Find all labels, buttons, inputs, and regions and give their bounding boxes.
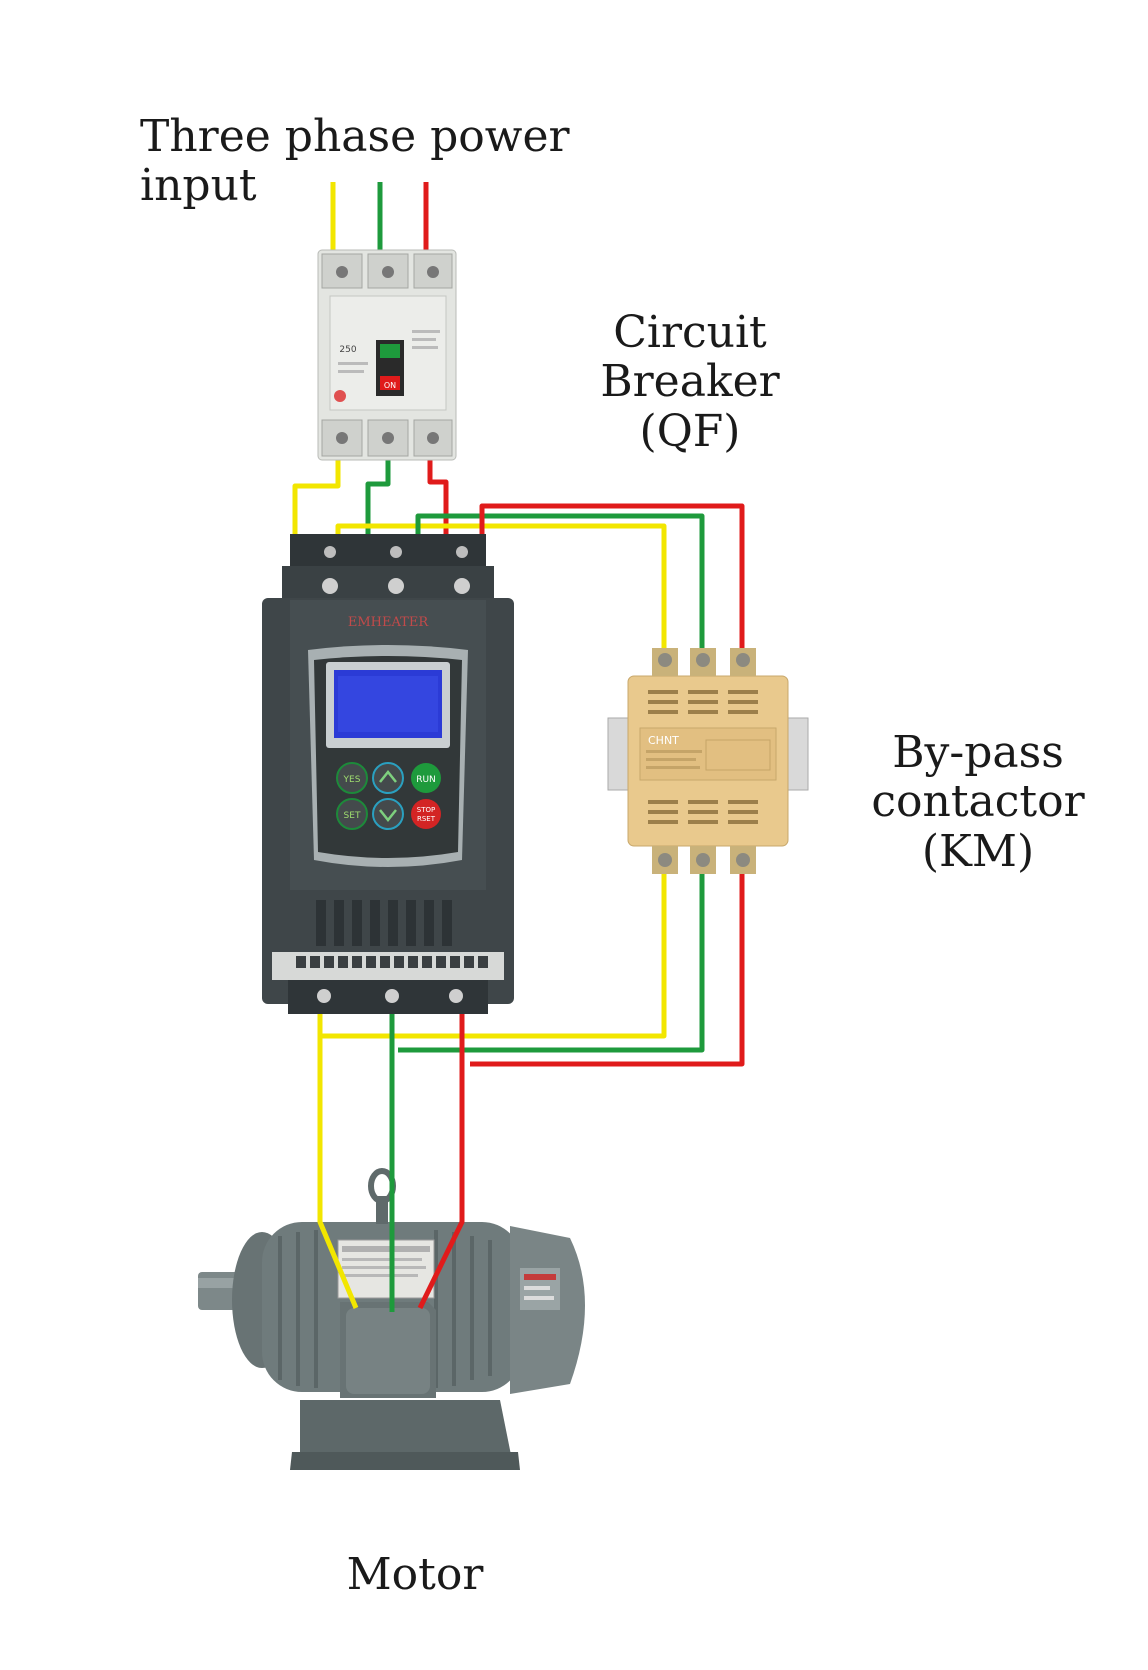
soft-starter: EMHEATER YES RUN SET STOP RSET [262, 534, 514, 1014]
circuit-breaker-label-line1: Circuit Breaker [600, 307, 780, 408]
circuit-breaker-label-line2: (QF) [639, 405, 741, 457]
motor [198, 1168, 585, 1470]
circuit-breaker: ON 250 [317, 249, 457, 461]
breaker-rating-text: 250 [339, 345, 356, 355]
key-run: RUN [416, 775, 436, 785]
down-arrow-icon [379, 809, 397, 823]
circuit-breaker-label: Circuit Breaker (QF) [520, 308, 860, 456]
key-yes: YES [343, 775, 361, 785]
contactor-brand: CHNT [648, 734, 679, 747]
key-stop: STOP [417, 806, 435, 814]
bypass-contactor: CHNT [607, 648, 809, 874]
keypad: YES RUN SET STOP RSET [336, 762, 441, 830]
diagram-title: Three phase power input [140, 111, 570, 212]
up-arrow-icon [379, 769, 397, 783]
bypass-contactor-label: By-pass contactor (KM) [868, 728, 1088, 876]
bypass-contactor-label-line1: By-pass [892, 727, 1064, 778]
bypass-contactor-label-line3: (KM) [921, 825, 1035, 877]
key-set: SET [344, 811, 361, 821]
motor-label: Motor [346, 1549, 484, 1600]
phase-wires [292, 182, 745, 1312]
starter-brand: EMHEATER [348, 615, 429, 630]
bypass-contactor-label-line2: contactor [871, 776, 1085, 828]
breaker-on-text: ON [384, 381, 396, 390]
key-reset: RSET [417, 815, 436, 823]
